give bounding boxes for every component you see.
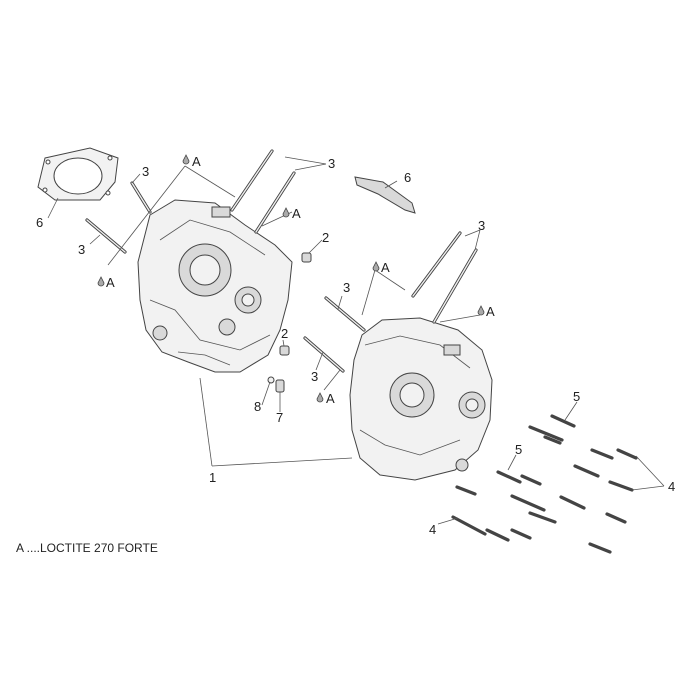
crankcase-gasket bbox=[354, 176, 416, 214]
annotation-A-2: A bbox=[292, 206, 301, 221]
callout-2b: 2 bbox=[281, 326, 288, 341]
cylinder-base-gasket bbox=[37, 147, 119, 201]
callout-5a: 5 bbox=[573, 389, 580, 404]
callout-4b: 4 bbox=[429, 522, 436, 537]
callout-labels: 1 2 2 3 3 3 3 3 3 4 4 5 5 6 6 7 8 A A A … bbox=[36, 154, 675, 537]
callout-3b: 3 bbox=[328, 156, 335, 171]
callout-1: 1 bbox=[209, 470, 216, 485]
crankcase-bolts bbox=[451, 414, 638, 554]
callout-3d: 3 bbox=[478, 218, 485, 233]
loctite-legend: A ....LOCTITE 270 FORTE bbox=[16, 541, 158, 555]
callout-5b: 5 bbox=[515, 442, 522, 457]
callout-2a: 2 bbox=[322, 230, 329, 245]
callout-6a: 6 bbox=[36, 215, 43, 230]
callout-8: 8 bbox=[254, 399, 261, 414]
callout-3f: 3 bbox=[311, 369, 318, 384]
left-crankcase-half bbox=[137, 199, 293, 373]
right-crankcase-half bbox=[349, 317, 493, 481]
annotation-A-3: A bbox=[106, 275, 115, 290]
callout-7: 7 bbox=[276, 410, 283, 425]
annotation-A-5: A bbox=[486, 304, 495, 319]
studs bbox=[85, 149, 478, 373]
callout-6b: 6 bbox=[404, 170, 411, 185]
loctite-drop-icons bbox=[97, 154, 485, 403]
annotation-A-1: A bbox=[192, 154, 201, 169]
annotation-A-6: A bbox=[326, 391, 335, 406]
callout-3c: 3 bbox=[78, 242, 85, 257]
callout-4a: 4 bbox=[668, 479, 675, 494]
callout-3a: 3 bbox=[142, 164, 149, 179]
leader-lines bbox=[47, 156, 665, 525]
callout-3e: 3 bbox=[343, 280, 350, 295]
annotation-A-4: A bbox=[381, 260, 390, 275]
